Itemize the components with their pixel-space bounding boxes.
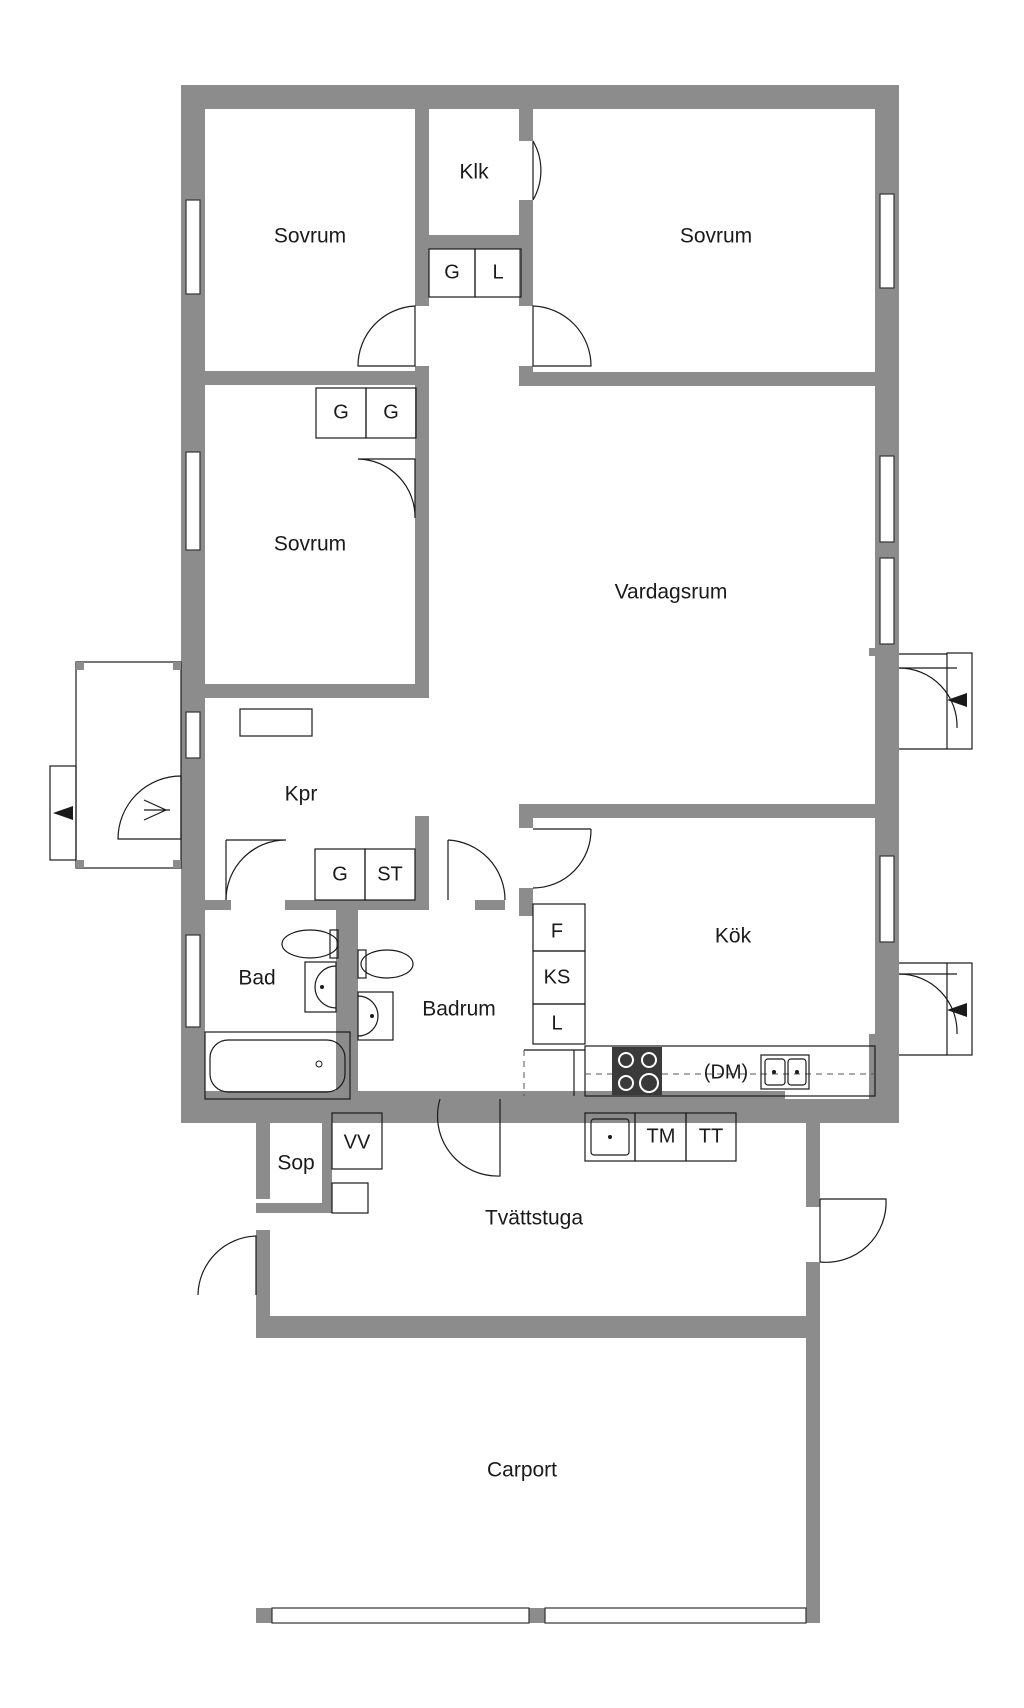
closet-label-g-3: G <box>383 401 399 423</box>
room-label-kpr: Kpr <box>285 783 318 806</box>
closet-label-l-1: L <box>492 261 503 283</box>
terraces <box>49 652 973 1056</box>
windows <box>185 193 895 1624</box>
appliance-label-ks: KS <box>544 966 571 988</box>
room-label-bad: Bad <box>238 967 275 990</box>
bathtub-icon <box>204 1031 351 1100</box>
room-label-badrum: Badrum <box>422 998 496 1021</box>
room-label-sovrum-2: Sovrum <box>680 225 752 248</box>
bad-toilet-icon <box>281 929 339 959</box>
exit-arrow-icon-2 <box>947 1003 967 1017</box>
badrum-toilet-icon <box>357 949 414 979</box>
appliance-label-dm: (DM) <box>704 1061 748 1083</box>
closet-label-g-2: G <box>333 401 349 423</box>
fixture-labels: G L G G G ST F KS L (DM) VV TM TT <box>332 261 748 1153</box>
closet-label-g-4: G <box>332 863 348 885</box>
room-label-tvattstuga: Tvättstuga <box>485 1207 583 1230</box>
appliance-label-vv: VV <box>344 1131 371 1153</box>
appliance-label-f: F <box>551 920 563 942</box>
fixtures <box>204 248 876 1214</box>
room-label-kok: Kök <box>715 925 752 948</box>
entrance-arrow-icon <box>53 806 73 820</box>
room-labels: Sovrum Klk Sovrum Sovrum Vardagsrum Kpr … <box>238 161 752 1482</box>
badrum-sink-icon <box>357 991 394 1041</box>
room-label-sovrum-1: Sovrum <box>274 225 346 248</box>
closet-label-st: ST <box>377 863 403 885</box>
room-label-vardagsrum: Vardagsrum <box>615 581 728 604</box>
appliance-label-tt: TT <box>699 1125 723 1147</box>
bad-sink-icon <box>304 961 337 1013</box>
kitchen-sink-icon <box>760 1054 810 1090</box>
exit-arrow-icon <box>947 693 967 707</box>
room-label-sovrum-3: Sovrum <box>274 533 346 556</box>
room-label-carport: Carport <box>487 1459 557 1482</box>
appliance-label-tm: TM <box>647 1125 676 1147</box>
room-label-sop: Sop <box>277 1152 314 1175</box>
room-label-klk: Klk <box>459 161 489 184</box>
doors <box>117 140 958 1296</box>
closet-label-g-1: G <box>444 261 460 283</box>
cabinet-label-l: L <box>551 1012 562 1034</box>
walls <box>181 85 899 1623</box>
